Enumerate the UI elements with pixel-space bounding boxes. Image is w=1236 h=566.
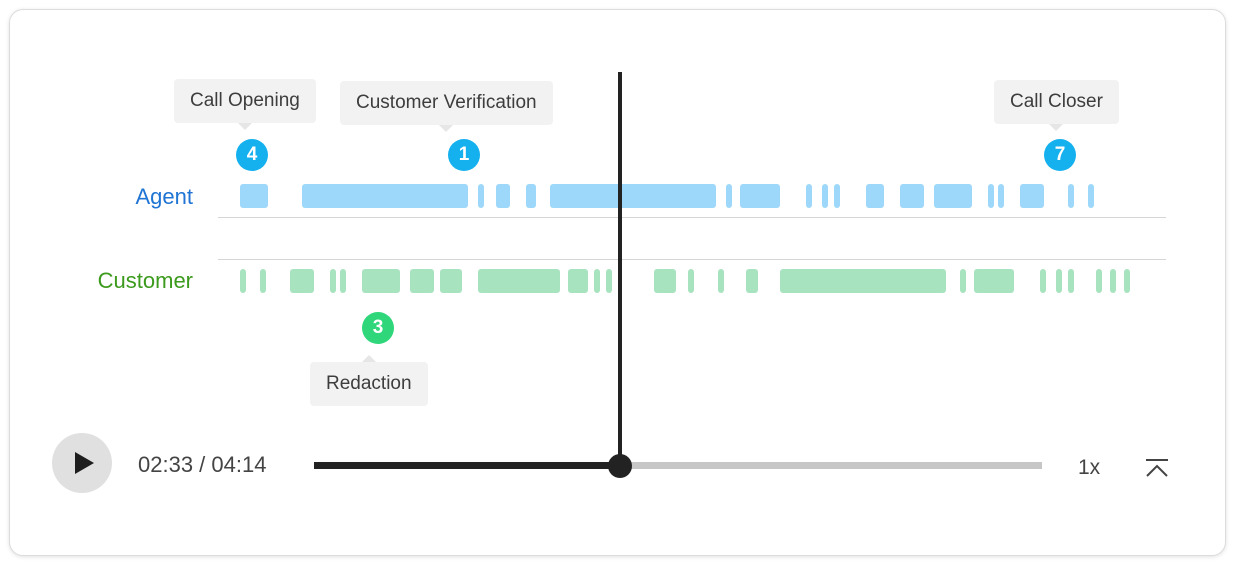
agent-speech-segment[interactable] bbox=[806, 184, 812, 208]
agent-speech-segment[interactable] bbox=[478, 184, 484, 208]
agent-track-divider bbox=[218, 217, 1166, 218]
customer-speech-segment[interactable] bbox=[1110, 269, 1116, 293]
agent-speech-segment[interactable] bbox=[302, 184, 468, 208]
customer-speech-segment[interactable] bbox=[440, 269, 462, 293]
agent-speech-segment[interactable] bbox=[1020, 184, 1044, 208]
agent-speech-segment[interactable] bbox=[866, 184, 884, 208]
customer-speech-segment[interactable] bbox=[974, 269, 1014, 293]
customer-track-label: Customer bbox=[97, 268, 193, 293]
customer-speech-segment[interactable] bbox=[362, 269, 400, 293]
customer-speech-segment[interactable] bbox=[260, 269, 266, 293]
agent-speech-segment[interactable] bbox=[726, 184, 732, 208]
progress-fill bbox=[314, 462, 620, 469]
play-icon bbox=[75, 452, 94, 474]
customer-speech-segment[interactable] bbox=[1124, 269, 1130, 293]
customer-speech-segment[interactable] bbox=[718, 269, 724, 293]
call-closer-count-badge[interactable]: 7 bbox=[1044, 139, 1076, 171]
customer-speech-segment[interactable] bbox=[340, 269, 346, 293]
progress-track[interactable] bbox=[314, 462, 1042, 469]
agent-speech-segment[interactable] bbox=[834, 184, 840, 208]
call-closer-tag[interactable]: Call Closer bbox=[994, 80, 1119, 131]
customer-speech-segment[interactable] bbox=[290, 269, 314, 293]
customer-speech-segment[interactable] bbox=[1096, 269, 1102, 293]
agent-track-label: Agent bbox=[135, 184, 194, 209]
customer-speech-segment[interactable] bbox=[960, 269, 966, 293]
progress-knob[interactable] bbox=[608, 454, 632, 478]
customer-speech-segment[interactable] bbox=[594, 269, 600, 293]
agent-speech-segment[interactable] bbox=[240, 184, 268, 208]
customer-speech-segment[interactable] bbox=[654, 269, 676, 293]
call-opening-count-badge[interactable]: 4 bbox=[236, 139, 268, 171]
customer-verification-label: Customer Verification bbox=[356, 92, 537, 113]
agent-speech-segment[interactable] bbox=[934, 184, 972, 208]
customer-speech-segment[interactable] bbox=[688, 269, 694, 293]
customer-speech-segment[interactable] bbox=[780, 269, 946, 293]
customer-verification-tag[interactable]: Customer Verification bbox=[340, 81, 553, 132]
redaction-tag[interactable]: Redaction bbox=[310, 355, 428, 406]
customer-verification-count-badge[interactable]: 1 bbox=[448, 139, 480, 171]
customer-speech-segment[interactable] bbox=[1056, 269, 1062, 293]
playback-speed-button[interactable]: 1x bbox=[1078, 456, 1101, 479]
redaction-label: Redaction bbox=[326, 373, 412, 394]
playback-time: 02:33 / 04:14 bbox=[138, 452, 267, 477]
customer-speech-segment[interactable] bbox=[746, 269, 758, 293]
agent-speech-segment[interactable] bbox=[1068, 184, 1074, 208]
agent-speech-segment[interactable] bbox=[1088, 184, 1094, 208]
redaction-count-badge[interactable]: 3 bbox=[362, 312, 394, 344]
call-opening-label: Call Opening bbox=[190, 90, 300, 111]
agent-speech-segment[interactable] bbox=[496, 184, 510, 208]
call-closer-label: Call Closer bbox=[1010, 91, 1103, 112]
customer-speech-segment[interactable] bbox=[410, 269, 434, 293]
agent-speech-segment[interactable] bbox=[822, 184, 828, 208]
customer-speech-segment[interactable] bbox=[478, 269, 560, 293]
customer-track-divider bbox=[218, 259, 1166, 260]
call-opening-tag[interactable]: Call Opening bbox=[174, 79, 316, 130]
agent-speech-segment[interactable] bbox=[526, 184, 536, 208]
agent-speech-segment[interactable] bbox=[740, 184, 780, 208]
agent-speech-segment[interactable] bbox=[988, 184, 994, 208]
customer-speech-segment[interactable] bbox=[330, 269, 336, 293]
customer-speech-segment[interactable] bbox=[1040, 269, 1046, 293]
customer-speech-segment[interactable] bbox=[1068, 269, 1074, 293]
agent-speech-segment[interactable] bbox=[998, 184, 1004, 208]
collapse-up-icon[interactable] bbox=[1144, 458, 1170, 480]
agent-speech-segment[interactable] bbox=[900, 184, 924, 208]
agent-speech-segment[interactable] bbox=[550, 184, 716, 208]
playhead-line[interactable] bbox=[618, 72, 622, 466]
customer-speech-segment[interactable] bbox=[606, 269, 612, 293]
customer-speech-segment[interactable] bbox=[240, 269, 246, 293]
customer-speech-segment[interactable] bbox=[568, 269, 588, 293]
play-button[interactable] bbox=[52, 433, 112, 493]
